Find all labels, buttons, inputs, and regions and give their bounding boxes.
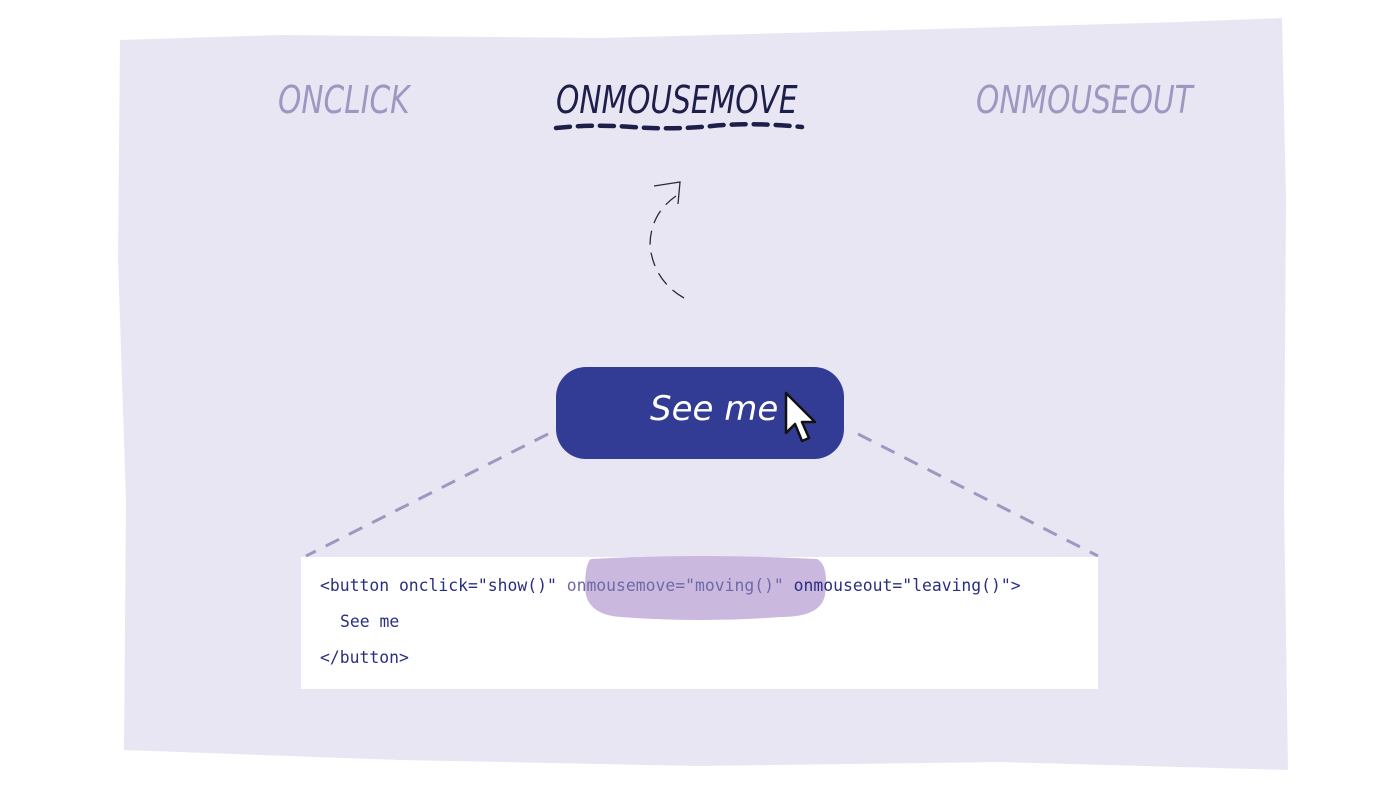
see-me-button[interactable]: See me — [556, 367, 844, 459]
see-me-button-label: See me — [650, 389, 779, 429]
code-line: See me — [340, 612, 400, 631]
code-text: onmouseout="leaving()"> — [783, 576, 1021, 595]
code-highlight-mark — [585, 556, 826, 620]
curved-arrow-icon — [649, 181, 685, 299]
mouse-cursor-icon — [784, 391, 817, 443]
tab-onmouseout[interactable]: ONMOUSEOUT — [976, 78, 1193, 122]
active-tab-underline — [553, 121, 805, 131]
code-snippet: <button onclick="show()" onmousemove="mo… — [301, 556, 1098, 689]
code-text: <button onclick="show()" — [320, 576, 567, 595]
tab-onmousemove[interactable]: ONMOUSEMOVE — [556, 78, 798, 122]
code-line: <button onclick="show()" onmousemove="mo… — [320, 574, 1021, 598]
code-line: </button> — [320, 648, 409, 667]
tab-onclick[interactable]: ONCLICK — [278, 78, 410, 122]
code-highlighted-text: onmousemove="moving()" — [566, 576, 784, 595]
